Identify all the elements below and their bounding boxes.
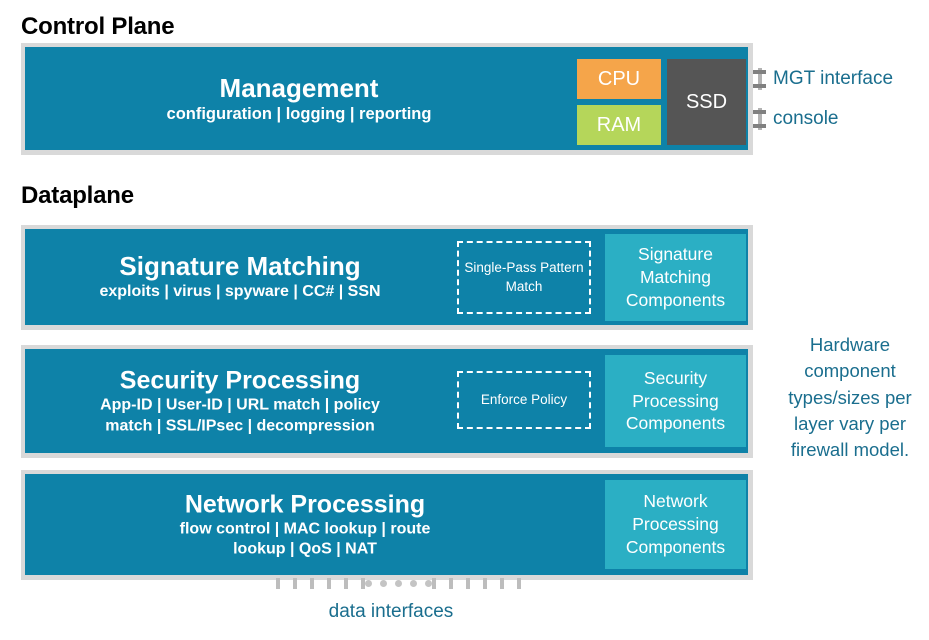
interface-mark-bar xyxy=(361,578,365,589)
signature-matching-title: Signature Matching xyxy=(119,251,361,282)
interface-mark-bar xyxy=(466,578,470,589)
network-processing-subtitle-line1: flow control | MAC lookup | route xyxy=(179,519,431,537)
interface-mark-bar xyxy=(276,578,280,589)
interface-mark-bar xyxy=(500,578,504,589)
signature-matching-text-block: Signature Matching exploits | virus | sp… xyxy=(25,252,455,302)
signature-matching-components-box: Signature Matching Components xyxy=(605,234,746,321)
data-interface-marks-left xyxy=(276,578,365,589)
security-processing-components-box: Security Processing Components xyxy=(605,355,746,447)
dataplane-heading: Dataplane xyxy=(21,182,134,209)
mgt-interface-label: MGT interface xyxy=(773,68,894,89)
mgt-interface-annotation: MGT interface xyxy=(753,68,893,90)
management-text-block: Management configuration | logging | rep… xyxy=(25,73,573,123)
interface-mark-bar xyxy=(327,578,331,589)
console-annotation: console xyxy=(753,108,839,130)
cpu-block: CPU xyxy=(577,59,661,99)
interface-mark-bar xyxy=(344,578,348,589)
security-processing-text-block: Security Processing App-ID | User-ID | U… xyxy=(25,366,455,435)
security-processing-subtitle-line2: match | SSL/IPsec | decompression xyxy=(105,417,375,434)
data-interface-marks-right xyxy=(432,578,521,589)
network-processing-panel: Network Processing flow control | MAC lo… xyxy=(25,474,748,575)
security-processing-panel: Security Processing App-ID | User-ID | U… xyxy=(25,349,748,453)
interface-mark-dot xyxy=(380,580,387,587)
port-connector-icon xyxy=(753,68,766,90)
network-processing-layer-frame: Network Processing flow control | MAC lo… xyxy=(21,470,753,580)
interface-mark-bar xyxy=(432,578,436,589)
ssd-block: SSD xyxy=(667,59,746,145)
interface-mark-bar xyxy=(310,578,314,589)
console-label: console xyxy=(773,108,839,129)
interface-mark-dot xyxy=(410,580,417,587)
port-connector-icon xyxy=(753,108,766,130)
signature-matching-panel: Signature Matching exploits | virus | sp… xyxy=(25,229,748,325)
data-interface-marks-dots xyxy=(365,580,432,587)
single-pass-pattern-match-box: Single-Pass Pattern Match xyxy=(457,241,591,314)
network-processing-text-block: Network Processing flow control | MAC lo… xyxy=(25,490,585,559)
signature-matching-subtitle: exploits | virus | spyware | CC# | SSN xyxy=(99,283,381,301)
network-processing-title: Network Processing xyxy=(184,489,426,518)
control-plane-heading: Control Plane xyxy=(21,13,175,40)
signature-matching-layer-frame: Signature Matching exploits | virus | sp… xyxy=(21,225,753,330)
interface-mark-dot xyxy=(425,580,432,587)
management-subtitle: configuration | logging | reporting xyxy=(166,104,432,123)
security-processing-subtitle-line1: App-ID | User-ID | URL match | policy xyxy=(100,396,380,414)
interface-mark-bar xyxy=(449,578,453,589)
interface-mark-bar xyxy=(517,578,521,589)
interface-mark-bar xyxy=(483,578,487,589)
enforce-policy-box: Enforce Policy xyxy=(457,371,591,429)
security-processing-layer-frame: Security Processing App-ID | User-ID | U… xyxy=(21,345,753,458)
network-processing-components-box: Network Processing Components xyxy=(605,480,746,569)
security-processing-title: Security Processing xyxy=(119,366,361,395)
management-panel: Management configuration | logging | rep… xyxy=(25,47,748,150)
ram-block: RAM xyxy=(577,105,661,145)
data-interface-marks xyxy=(276,578,521,589)
interface-mark-dot xyxy=(395,580,402,587)
data-interfaces-label: data interfaces xyxy=(328,601,454,622)
hardware-note: Hardware component types/sizes per layer… xyxy=(788,334,912,461)
network-processing-subtitle-line2: lookup | QoS | NAT xyxy=(233,540,377,558)
interface-mark-dot xyxy=(365,580,372,587)
management-title: Management xyxy=(219,72,379,103)
management-layer-frame: Management configuration | logging | rep… xyxy=(21,43,753,155)
interface-mark-bar xyxy=(293,578,297,589)
